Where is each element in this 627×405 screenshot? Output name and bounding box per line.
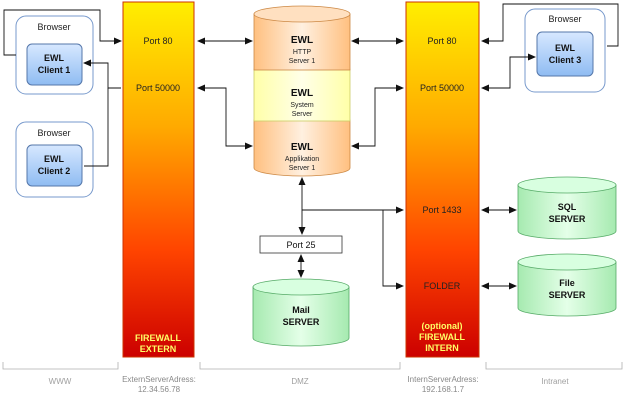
connectors — [3, 3, 619, 290]
fw-intern-folder: FOLDER — [424, 281, 461, 291]
fw-intern-label-0: (optional) — [422, 321, 463, 331]
fw-extern-label-1: FIREWALL — [135, 333, 181, 343]
file-server-line1: File — [559, 278, 575, 288]
zone-www: WWW — [49, 377, 72, 386]
app-server-sub2: Server 1 — [289, 165, 316, 172]
zone-intranet: Intranet — [541, 377, 569, 386]
browser-3: Browser EWL Client 3 — [524, 8, 606, 93]
ewl-client-1 — [26, 43, 83, 86]
fw-extern-label-2: EXTERN — [140, 344, 177, 354]
port25-label: Port 25 — [286, 240, 315, 250]
client-3-line2: Client 3 — [549, 55, 582, 65]
fw-extern-port50000: Port 50000 — [136, 83, 180, 93]
system-server-sub1: System — [290, 102, 314, 109]
conn-b1-port80 — [3, 9, 122, 56]
zone-dmz: DMZ — [291, 377, 308, 386]
intern-address-label: InternServerAdress: — [407, 375, 478, 384]
conn-fwint-c3 — [481, 53, 536, 92]
browser-1-title: Browser — [37, 22, 70, 32]
browser-1: Browser EWL Client 1 — [15, 15, 94, 95]
client-1-line2: Client 1 — [38, 65, 71, 75]
fw-intern-label-1: FIREWALL — [419, 332, 465, 342]
conn-fwint-b3 — [481, 3, 619, 47]
conn-app-folder — [382, 210, 404, 290]
browser-2-title: Browser — [37, 128, 70, 138]
file-server-line2: SERVER — [549, 290, 586, 300]
extern-address-label: ExternServerAdress: — [122, 375, 196, 384]
ewl-client-3 — [536, 31, 594, 77]
mail-server: Mail SERVER — [252, 278, 350, 347]
conn-fwext-app — [197, 84, 253, 150]
client-1-line1: EWL — [44, 53, 64, 63]
fw-intern-label-2: INTERN — [425, 343, 459, 353]
http-server-sub2: Server 1 — [289, 58, 316, 65]
conn-c2-port50000 — [84, 88, 109, 167]
mail-server-line2: SERVER — [283, 317, 320, 327]
sql-server: SQL SERVER — [517, 176, 617, 240]
sql-server-line1: SQL — [558, 202, 577, 212]
app-server-title: EWL — [291, 142, 313, 153]
zone-braces — [2, 362, 623, 370]
extern-address-value: 12.34.56.78 — [138, 385, 181, 394]
fw-intern-port80: Port 80 — [427, 36, 456, 46]
client-3-line1: EWL — [555, 43, 575, 53]
port25-box: Port 25 — [259, 235, 343, 254]
browser-2: Browser EWL Client 2 — [15, 121, 94, 198]
file-server: File SERVER — [517, 253, 617, 317]
http-server-sub1: HTTP — [293, 49, 312, 56]
ewl-client-2 — [26, 144, 83, 187]
fw-intern-port1433: Port 1433 — [422, 205, 461, 215]
http-server-title: EWL — [291, 35, 313, 46]
client-2-line1: EWL — [44, 154, 64, 164]
system-server-sub2: Server — [292, 111, 313, 118]
firewall-extern: Port 80 Port 50000 FIREWALL EXTERN — [122, 1, 195, 358]
fw-extern-port80: Port 80 — [143, 36, 172, 46]
mail-server-line1: Mail — [292, 305, 310, 315]
intern-address-value: 192.168.1.7 — [422, 385, 465, 394]
sql-server-line2: SERVER — [549, 214, 586, 224]
client-2-line2: Client 2 — [38, 166, 71, 176]
firewall-intern: Port 80 Port 50000 Port 1433 FOLDER (opt… — [405, 1, 480, 358]
conn-c1-port50000 — [83, 59, 121, 89]
app-server-sub1: Applikation — [285, 156, 319, 163]
browser-3-title: Browser — [548, 14, 581, 24]
zone-labels: WWW ExternServerAdress: 12.34.56.78 DMZ … — [49, 375, 570, 394]
conn-app-fwint — [351, 84, 404, 150]
ewl-server-stack: EWL HTTP Server 1 EWL System Server EWL … — [253, 5, 351, 177]
system-server-title: EWL — [291, 88, 313, 99]
fw-intern-port50000: Port 50000 — [420, 83, 464, 93]
